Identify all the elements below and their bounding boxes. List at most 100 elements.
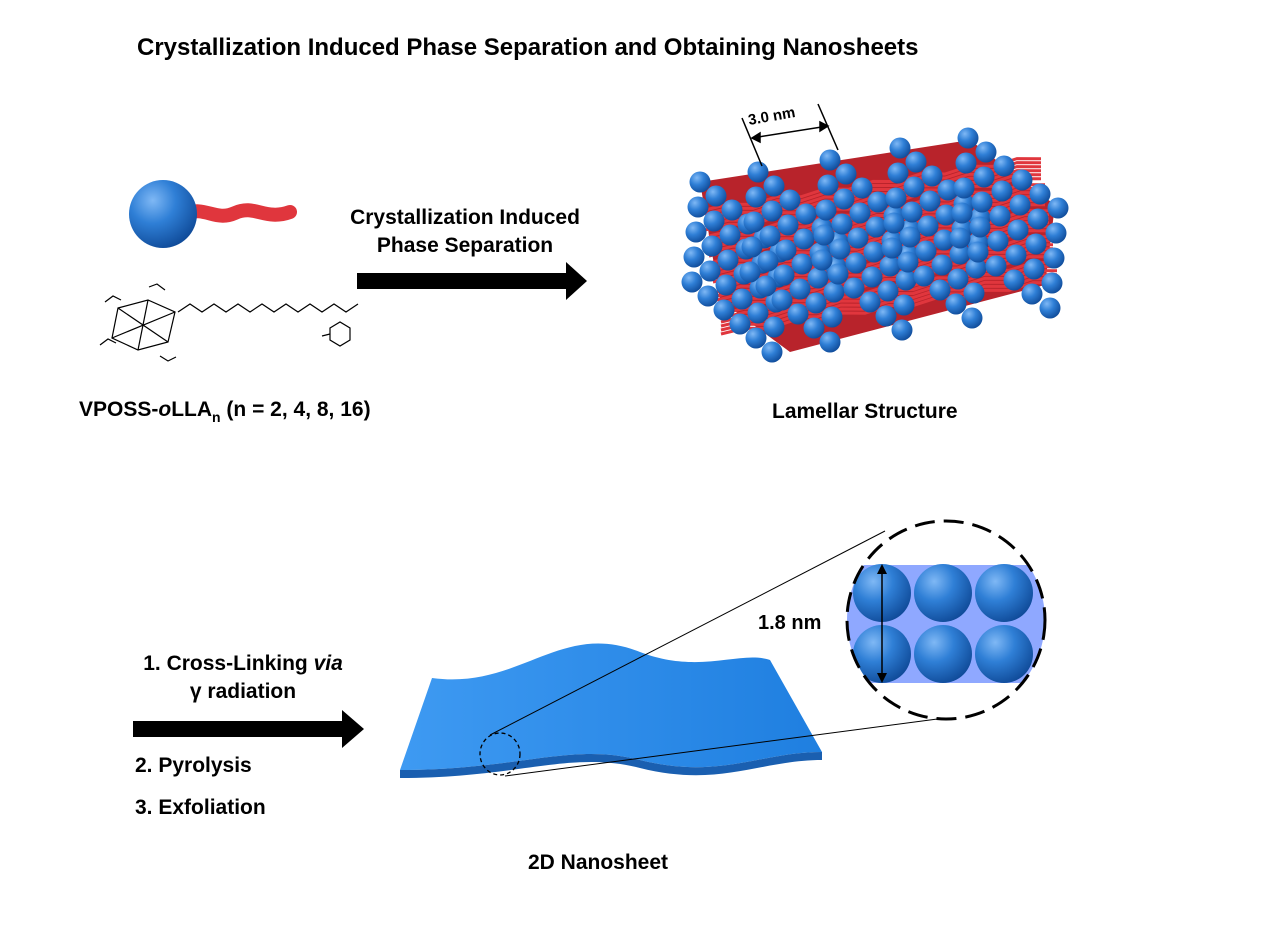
poss-ball xyxy=(787,303,809,325)
poss-ball xyxy=(901,201,923,223)
poss-ball xyxy=(771,289,793,311)
poss-ball xyxy=(791,253,813,275)
poss-ball xyxy=(955,152,977,174)
poss-ball xyxy=(915,240,937,262)
poss-ball xyxy=(879,255,901,277)
lamellar-label: Lamellar Structure xyxy=(772,400,958,423)
crosslink-line: 1. Cross-Linking via xyxy=(108,650,378,678)
radiation-line: γ radiation xyxy=(189,680,297,703)
poss-ball xyxy=(813,224,835,246)
poss-ball xyxy=(721,199,743,221)
lamellar-block xyxy=(681,127,1069,363)
poss-ball xyxy=(763,316,785,338)
poss-ball xyxy=(975,141,997,163)
poss-ball xyxy=(845,252,867,274)
poss-ball xyxy=(819,149,841,171)
compound-label: VPOSS-oLLAn (n = 2, 4, 8, 16) xyxy=(79,398,371,425)
poss-ball xyxy=(903,176,925,198)
poss-ball xyxy=(933,229,955,251)
poss-ball xyxy=(717,249,739,271)
poss-ball xyxy=(815,199,837,221)
poss-ball xyxy=(759,225,781,247)
compound-italic: o xyxy=(158,398,172,421)
poss-ball xyxy=(703,210,725,232)
poss-ball xyxy=(921,165,943,187)
poss-ball xyxy=(747,302,769,324)
poss-ball xyxy=(831,213,853,235)
poss-ball xyxy=(739,261,761,283)
poss-ball xyxy=(743,211,765,233)
poss-ball xyxy=(761,200,783,222)
poss-ball xyxy=(687,196,709,218)
poss-ball xyxy=(969,216,991,238)
poss-ball xyxy=(807,267,829,289)
poss-ball xyxy=(961,307,983,329)
poss-ball xyxy=(947,268,969,290)
poss-ball xyxy=(745,327,767,349)
poss-ball xyxy=(755,275,777,297)
step1-line1: Crystallization Induced xyxy=(350,206,580,229)
poss-ball xyxy=(715,274,737,296)
poss-ball xyxy=(719,224,741,246)
poss-ball xyxy=(763,175,785,197)
poss-ball xyxy=(847,227,869,249)
poss-ball xyxy=(777,214,799,236)
thickness-label: 1.8 nm xyxy=(758,612,822,634)
poss-ball xyxy=(757,250,779,272)
zoom-inset xyxy=(845,519,1047,721)
poss-ball xyxy=(949,243,971,265)
process-arrow-1 xyxy=(357,262,587,300)
poss-ball xyxy=(945,293,967,315)
poss-ball xyxy=(833,188,855,210)
compound-prefix: VPOSS- xyxy=(79,398,159,421)
poss-ball xyxy=(745,186,767,208)
poss-ball xyxy=(1043,247,1065,269)
poss-ball xyxy=(951,202,973,224)
poss-ball xyxy=(685,221,707,243)
poss-ball xyxy=(803,317,825,339)
exfoliation-label: 3. Exfoliation xyxy=(135,796,266,819)
poss-ball xyxy=(817,174,839,196)
poss-ball xyxy=(1009,194,1031,216)
crosslink-text: 1. Cross-Linking xyxy=(143,652,314,675)
poss-ball xyxy=(779,189,801,211)
poss-ball xyxy=(773,264,795,286)
poss-ball xyxy=(843,277,865,299)
poss-ball xyxy=(919,190,941,212)
poss-ball xyxy=(1011,169,1033,191)
chemical-structure xyxy=(99,283,359,362)
nanosheet xyxy=(400,530,946,778)
poss-ball xyxy=(683,246,705,268)
poss-ball xyxy=(967,241,989,263)
poss-ball xyxy=(819,331,841,353)
poss-ball xyxy=(835,163,857,185)
pyrolysis-label: 2. Pyrolysis xyxy=(135,754,252,777)
poss-ball xyxy=(1007,219,1029,241)
poss-ball xyxy=(985,255,1007,277)
poss-ball xyxy=(681,271,703,293)
poss-ball xyxy=(1005,244,1027,266)
poss-ball xyxy=(689,171,711,193)
poss-ball xyxy=(859,291,881,313)
poss-ball xyxy=(863,241,885,263)
spacing-dimension xyxy=(741,103,839,167)
poss-ball xyxy=(889,137,911,159)
poss-ball xyxy=(935,204,957,226)
poss-ball xyxy=(893,294,915,316)
poss-ball xyxy=(963,282,985,304)
poss-ball xyxy=(823,281,845,303)
poss-ball xyxy=(1003,269,1025,291)
poss-ball xyxy=(1027,208,1049,230)
poss-ball xyxy=(895,269,917,291)
poss-ball xyxy=(913,265,935,287)
poss-ball xyxy=(805,292,827,314)
poss-ball xyxy=(877,280,899,302)
poss-ball xyxy=(701,235,723,257)
poss-ball xyxy=(795,203,817,225)
poss-ball xyxy=(851,177,873,199)
poss-ball xyxy=(991,180,1013,202)
poss-ball xyxy=(699,260,721,282)
molecule-cartoon xyxy=(129,180,297,248)
step1-line2: Phase Separation xyxy=(376,234,554,257)
compound-mid: LLA xyxy=(171,398,213,421)
